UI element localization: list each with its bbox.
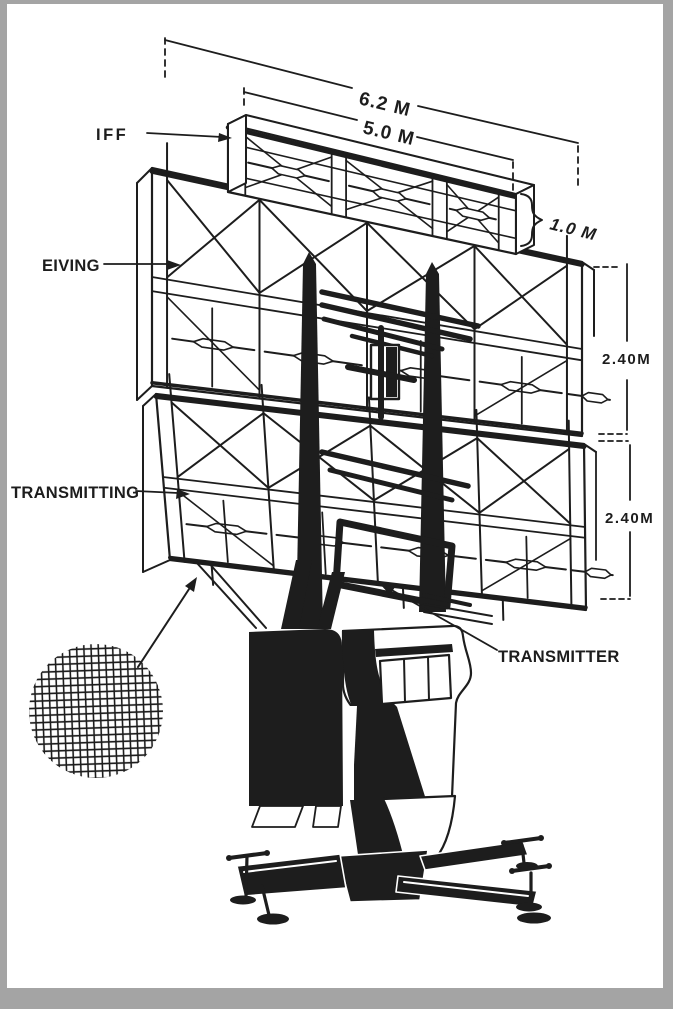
pedestal-cabin	[249, 624, 473, 828]
tripod-base	[226, 794, 552, 925]
iff-label: IFF	[96, 126, 128, 144]
dim-transmitting-height: 2.40M	[605, 510, 654, 527]
receiving-label: EIVING	[42, 257, 100, 275]
dim-receiving-height: 2.40M	[602, 351, 651, 368]
mesh-screen-detail	[29, 577, 197, 778]
dim-overall-width: 6.2 M	[357, 88, 413, 121]
transmitter-label: TRANSMITTER	[498, 648, 620, 666]
transmitting-label: TRANSMITTING	[11, 484, 139, 502]
antenna-drawing	[29, 37, 631, 925]
iff-antenna-box	[225, 114, 535, 256]
mast-and-feed-structure	[195, 252, 493, 629]
array-side-edges	[136, 167, 597, 573]
leader-arrows	[103, 132, 498, 651]
dim-iff-height: 1.0 M	[548, 214, 599, 244]
dimension-lines	[164, 37, 631, 600]
